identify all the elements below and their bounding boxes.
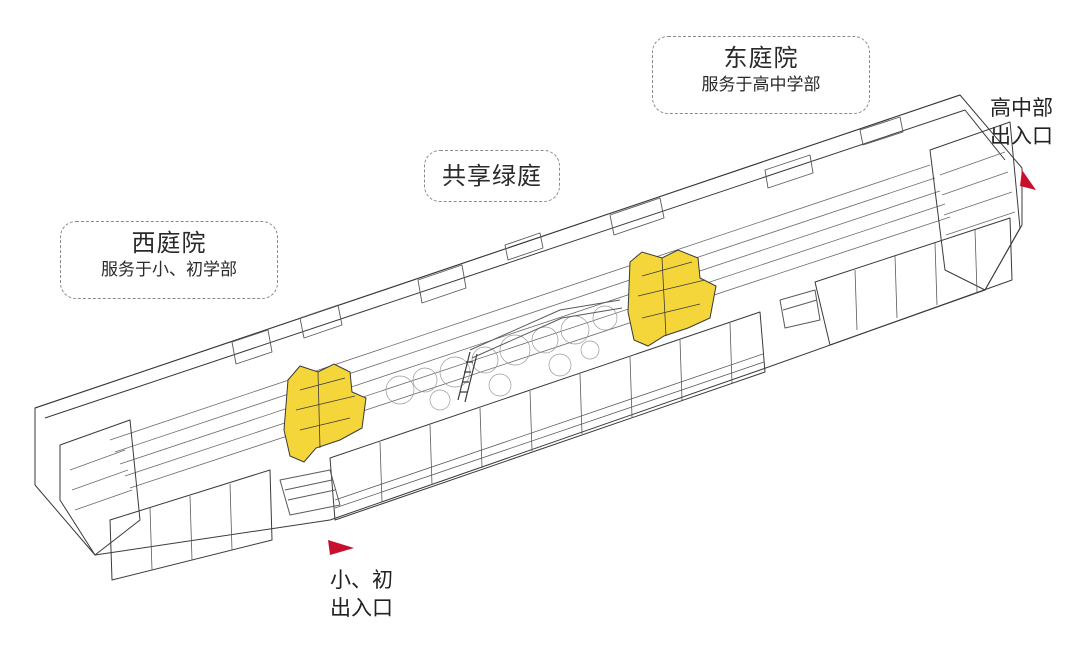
court-bridge	[469, 299, 623, 359]
east-courtyard-subtitle: 服务于高中学部	[701, 75, 821, 95]
east-classroom-block	[814, 217, 1013, 346]
west-court-stair	[279, 469, 341, 516]
north-facade-lines	[109, 164, 951, 489]
shared-green-court-callout: 共享绿庭	[424, 150, 560, 202]
classroom-partitions	[379, 322, 733, 503]
east-wing-floors	[939, 151, 1016, 236]
roof-inner-edge	[44, 109, 1006, 419]
primary-middle-entrance-label: 小、初 出入口	[330, 566, 420, 622]
high-school-entrance-line2: 出入口	[990, 124, 1053, 148]
west-classroom-partitions	[149, 483, 233, 571]
west-wing	[59, 419, 141, 556]
core-detail-lines	[295, 257, 706, 449]
primary-middle-entrance-marker	[328, 540, 354, 555]
high-school-entrance-marker	[1020, 170, 1036, 190]
west-courtyard-title: 西庭院	[131, 229, 207, 257]
roof-skylights	[231, 116, 904, 365]
shared-green-court-trees	[385, 305, 618, 411]
highlighted-vertical-cores	[283, 249, 717, 463]
west-courtyard-subtitle: 服务于小、初学部	[101, 260, 237, 280]
court-staircase	[457, 351, 478, 403]
roof-back-edge	[34, 94, 961, 409]
west-core-highlight	[283, 363, 367, 463]
primary-middle-entrance-line2: 出入口	[330, 596, 393, 620]
east-court-stair	[779, 289, 821, 329]
west-classroom-block	[109, 469, 273, 581]
primary-middle-entrance-line1: 小、初	[330, 568, 393, 592]
east-classroom-partitions	[854, 229, 978, 331]
west-wing-floors	[69, 449, 133, 511]
south-classroom-block	[329, 311, 766, 521]
shared-green-court-title: 共享绿庭	[442, 162, 542, 190]
west-courtyard-callout: 西庭院 服务于小、初学部	[60, 221, 278, 299]
high-school-entrance-label: 高中部 出入口	[990, 94, 1072, 150]
high-school-entrance-line1: 高中部	[990, 96, 1053, 120]
east-courtyard-callout: 东庭院 服务于高中学部	[652, 36, 870, 114]
east-wing	[929, 121, 1021, 291]
east-courtyard-title: 东庭院	[723, 44, 799, 72]
classroom-balcony-rail	[334, 353, 765, 509]
